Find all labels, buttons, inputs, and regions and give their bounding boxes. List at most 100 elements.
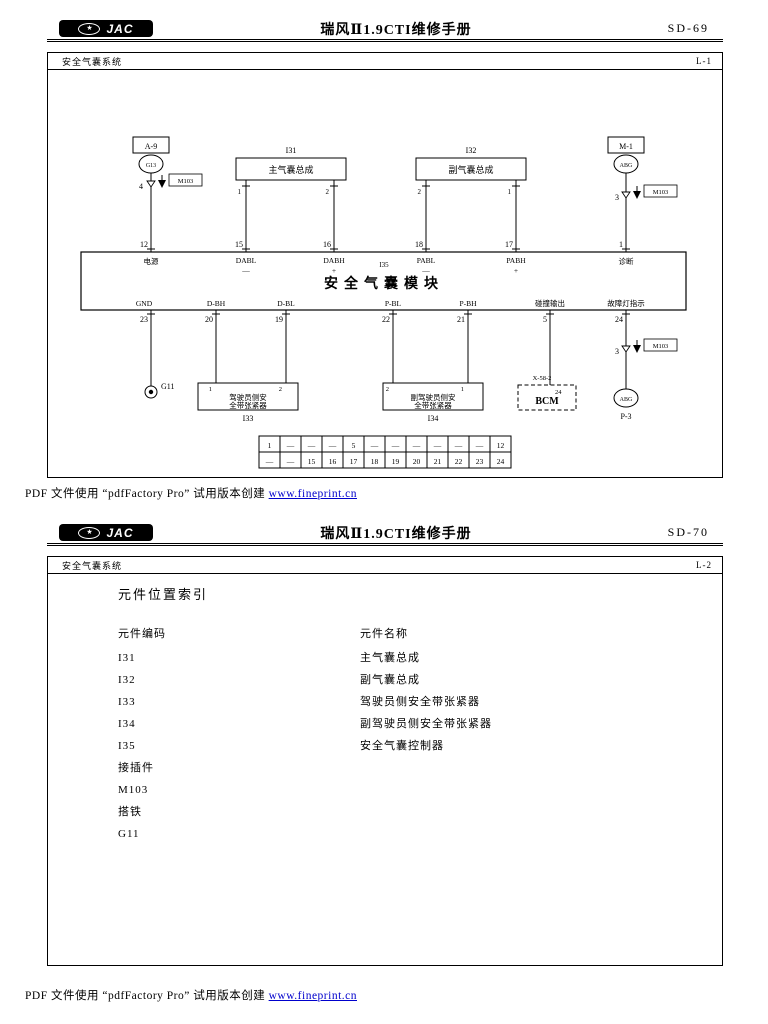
i33-name-line1: 驾驶员侧安 [229, 392, 267, 402]
pdf-watermark: PDF 文件使用 “pdfFactory Pro” 试用版本创建 www.fin… [25, 987, 357, 1003]
manual-title: 瑞风Ⅱ1.9CTI维修手册 [320, 22, 472, 38]
component-name [360, 801, 722, 823]
pin-label: PABH [506, 256, 526, 265]
pin-cell: — [265, 457, 274, 466]
component-p3: ABG P-3 [613, 388, 639, 421]
i32-id: I32 [466, 146, 477, 155]
index-sheet: 安全气囊系统 L-2 元件位置索引 元件编码 元件名称 I31 主气囊总成 I3… [47, 556, 723, 966]
pin-cell: — [286, 441, 295, 450]
pin-cell: 22 [455, 457, 463, 466]
page1-header: ★ JAC 瑞风Ⅱ1.9CTI维修手册 SD-69 [47, 18, 723, 42]
pin-cell: — [391, 441, 400, 450]
index-title: 元件位置索引 [118, 587, 209, 602]
col-header-code: 元件编码 [118, 628, 166, 640]
m103-label: M103 [653, 343, 669, 350]
i31-pin-left: 1 [238, 188, 242, 196]
inline-connector-icon [621, 191, 631, 199]
pin-number: 22 [382, 315, 390, 324]
i31-pin-right: 2 [326, 188, 330, 196]
pin-cell: 15 [308, 457, 316, 466]
index-row: I32 副气囊总成 [118, 669, 722, 691]
component-code: I35 [118, 740, 136, 752]
jac-logo: ★ JAC [59, 524, 153, 541]
page-number: SD-70 [667, 525, 709, 539]
p3-circuit-label: ABG [620, 397, 633, 403]
jac-star-icon: ★ [78, 526, 101, 539]
index-row: I33 驾驶员侧安全带张紧器 [118, 691, 722, 713]
component-i35-module: I35 安全气囊模块 [80, 251, 687, 311]
pin-cell: 1 [268, 441, 272, 450]
i35-name: 安全气囊模块 [324, 275, 444, 292]
inline-connector-icon [146, 180, 156, 188]
component-name: 驾驶员侧安全带张紧器 [360, 696, 480, 708]
index-row: 接插件 [118, 757, 722, 779]
pin-cell: 18 [371, 457, 379, 466]
i33-pin-left: 1 [209, 386, 212, 393]
watermark-text: PDF 文件使用 “pdfFactory Pro” 试用版本创建 [25, 488, 269, 500]
p3-id: P-3 [620, 412, 631, 421]
m103-label: M103 [178, 178, 194, 185]
pin-label: D-BH [207, 299, 226, 308]
wiring-sheet: 安全气囊系统 L-1 [47, 52, 723, 478]
pin-cell: 19 [392, 457, 400, 466]
i34-pin-left: 2 [386, 386, 389, 393]
pin-number: 15 [235, 240, 243, 249]
pin-cell: — [412, 441, 421, 450]
component-m1: M-1 ABG [607, 136, 645, 174]
bcm-pin-number: 24 [555, 389, 562, 396]
connector-m103-p3: 3 M103 [615, 338, 678, 356]
component-code: I33 [118, 696, 136, 708]
i31-id: I31 [286, 146, 297, 155]
pin-number: 1 [619, 240, 623, 249]
pin-cell: — [370, 441, 379, 450]
sheet-ref: L-2 [696, 560, 712, 570]
brand-text: JAC [106, 525, 134, 540]
i32-name: 副气囊总成 [448, 164, 493, 175]
m103-label: M103 [653, 189, 669, 196]
pin-sign: + [514, 266, 518, 275]
pin-label: 故障灯指示 [607, 298, 645, 308]
i32-pin-left: 2 [418, 188, 422, 196]
connector-m103-m1: 3 M103 [615, 184, 678, 202]
ground-g11: G11 [144, 382, 174, 399]
pin-cell: 23 [476, 457, 484, 466]
p3-pin-number: 3 [615, 347, 619, 356]
page2-header: ★ JAC 瑞风Ⅱ1.9CTI维修手册 SD-70 [47, 522, 723, 546]
component-bcm: X-58-2 24 BCM [517, 375, 577, 411]
i35-top-pins: 12 15 16 18 17 1 电源 DABL DABH PABL PABH … [140, 240, 634, 275]
component-code: I34 [118, 718, 136, 730]
fineprint-link[interactable]: www.fineprint.cn [268, 488, 357, 500]
pin-cell: — [307, 441, 316, 450]
i34-pin-right: 1 [461, 386, 464, 393]
i35-bottom-pins: GND D-BH D-BL P-BL P-BH 碰撞输出 故障灯指示 23 20… [136, 298, 645, 324]
a9-id: A-9 [145, 142, 157, 151]
component-code: I31 [118, 652, 136, 664]
index-row: I31 主气囊总成 [118, 647, 722, 669]
pin-number: 24 [615, 315, 623, 324]
pin-label: DABH [323, 256, 345, 265]
airbag-wiring-diagram: A-9 G13 4 M103 I31 主气囊总成 1 2 [80, 136, 687, 469]
component-a9: A-9 G13 [132, 136, 170, 174]
pin-label: P-BL [385, 299, 402, 308]
pin-cell: 24 [497, 457, 505, 466]
component-code: 搭铁 [118, 806, 142, 818]
pin-number: 12 [140, 240, 148, 249]
pin-label: PABL [417, 256, 436, 265]
fineprint-link[interactable]: www.fineprint.cn [268, 990, 357, 1002]
index-row: 搭铁 [118, 801, 722, 823]
i33-pin-right: 2 [279, 386, 282, 393]
pdf-watermark: PDF 文件使用 “pdfFactory Pro” 试用版本创建 www.fin… [25, 485, 357, 501]
pin-number: 23 [140, 315, 148, 324]
pin-cell: 16 [329, 457, 337, 466]
page-number: SD-69 [667, 21, 709, 35]
g11-label: G11 [161, 382, 174, 391]
pin-label: 电源 [144, 256, 159, 266]
index-row: I35 安全气囊控制器 [118, 735, 722, 757]
system-label: 安全气囊系统 [62, 560, 123, 571]
col-header-name: 元件名称 [360, 628, 408, 640]
component-i33: 1 2 驾驶员侧安 全带张紧器 I33 [197, 382, 299, 423]
a9-pin-number: 4 [139, 182, 143, 191]
pin-number: 18 [415, 240, 423, 249]
component-name: 安全气囊控制器 [360, 740, 444, 752]
pin-cell: 5 [352, 441, 356, 450]
